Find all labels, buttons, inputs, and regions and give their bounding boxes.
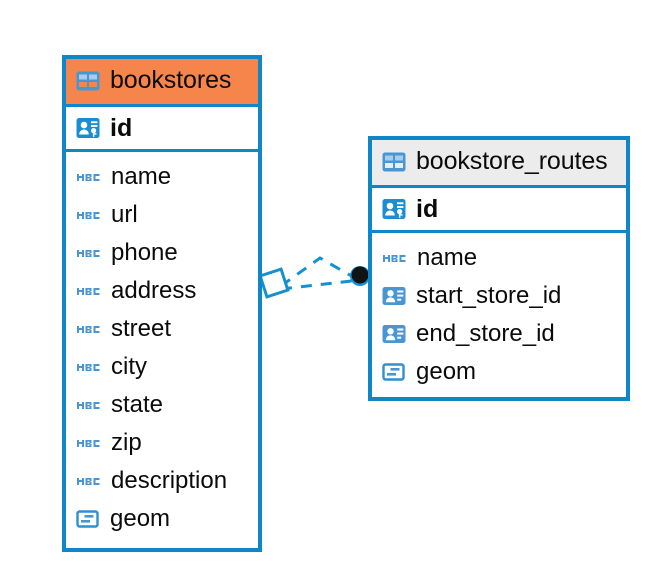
primary-key-icon bbox=[75, 115, 101, 141]
er-field-label: id bbox=[110, 113, 133, 142]
er-field-row[interactable]: geom bbox=[372, 353, 626, 391]
er-field-label: address bbox=[111, 277, 197, 304]
er-field-row[interactable]: url bbox=[66, 196, 258, 234]
relationship-line-upper bbox=[280, 256, 356, 288]
abc-text-icon bbox=[75, 354, 102, 380]
er-field-label: name bbox=[111, 163, 172, 190]
er-primary-key-row[interactable]: id bbox=[66, 107, 258, 152]
abc-text-icon bbox=[75, 316, 102, 342]
abc-text-icon bbox=[75, 164, 102, 190]
er-field-label: street bbox=[111, 315, 172, 342]
foreign-key-icon bbox=[381, 283, 407, 309]
er-table-header[interactable]: bookstores bbox=[66, 59, 258, 107]
relationship-circle-marker-core bbox=[351, 266, 369, 284]
er-field-row[interactable]: street bbox=[66, 310, 258, 348]
primary-key-icon bbox=[381, 196, 407, 222]
abc-text-icon bbox=[75, 430, 102, 456]
er-field-row[interactable]: name bbox=[66, 158, 258, 196]
abc-text-icon bbox=[75, 278, 102, 304]
er-field-label: state bbox=[111, 391, 164, 418]
relationship-line-lower bbox=[280, 279, 353, 291]
er-table-bookstores[interactable]: bookstores id bbox=[62, 55, 262, 552]
abc-text-icon bbox=[75, 202, 102, 228]
geometry-icon bbox=[75, 506, 101, 532]
table-icon bbox=[75, 68, 101, 94]
er-field-row[interactable]: description bbox=[66, 462, 258, 500]
er-field-row[interactable]: start_store_id bbox=[372, 277, 626, 315]
abc-text-icon bbox=[75, 468, 102, 494]
er-field-row[interactable]: phone bbox=[66, 234, 258, 272]
er-field-label: geom bbox=[110, 505, 171, 532]
foreign-key-icon bbox=[381, 321, 407, 347]
er-primary-key-row[interactable]: id bbox=[372, 188, 626, 233]
er-field-row[interactable]: city bbox=[66, 348, 258, 386]
er-field-label: name bbox=[417, 244, 478, 271]
er-table-bookstore-routes[interactable]: bookstore_routes id bbox=[368, 136, 630, 401]
er-table-header[interactable]: bookstore_routes bbox=[372, 140, 626, 188]
er-table-title: bookstores bbox=[110, 66, 232, 94]
er-field-row[interactable]: zip bbox=[66, 424, 258, 462]
er-field-row[interactable]: state bbox=[66, 386, 258, 424]
er-field-list: name url bbox=[66, 152, 258, 543]
er-field-label: description bbox=[111, 467, 228, 494]
er-field-row[interactable]: end_store_id bbox=[372, 315, 626, 353]
er-field-label: id bbox=[416, 194, 439, 223]
er-table-title: bookstore_routes bbox=[416, 147, 608, 175]
geometry-icon bbox=[381, 359, 407, 385]
er-field-label: end_store_id bbox=[416, 320, 555, 347]
er-field-row[interactable]: geom bbox=[66, 500, 258, 538]
er-field-label: zip bbox=[111, 429, 142, 456]
abc-text-icon bbox=[75, 392, 102, 418]
er-field-label: url bbox=[111, 201, 138, 228]
er-field-label: start_store_id bbox=[416, 282, 562, 309]
er-field-list: name start_store_id bbox=[372, 233, 626, 396]
er-field-label: city bbox=[111, 353, 147, 380]
abc-text-icon bbox=[75, 240, 102, 266]
er-field-label: geom bbox=[416, 358, 477, 385]
relationship-diamond-marker bbox=[258, 267, 290, 299]
er-field-row[interactable]: address bbox=[66, 272, 258, 310]
abc-text-icon bbox=[381, 245, 408, 271]
table-icon bbox=[381, 149, 407, 175]
er-field-row[interactable]: name bbox=[372, 239, 626, 277]
er-field-label: phone bbox=[111, 239, 178, 266]
